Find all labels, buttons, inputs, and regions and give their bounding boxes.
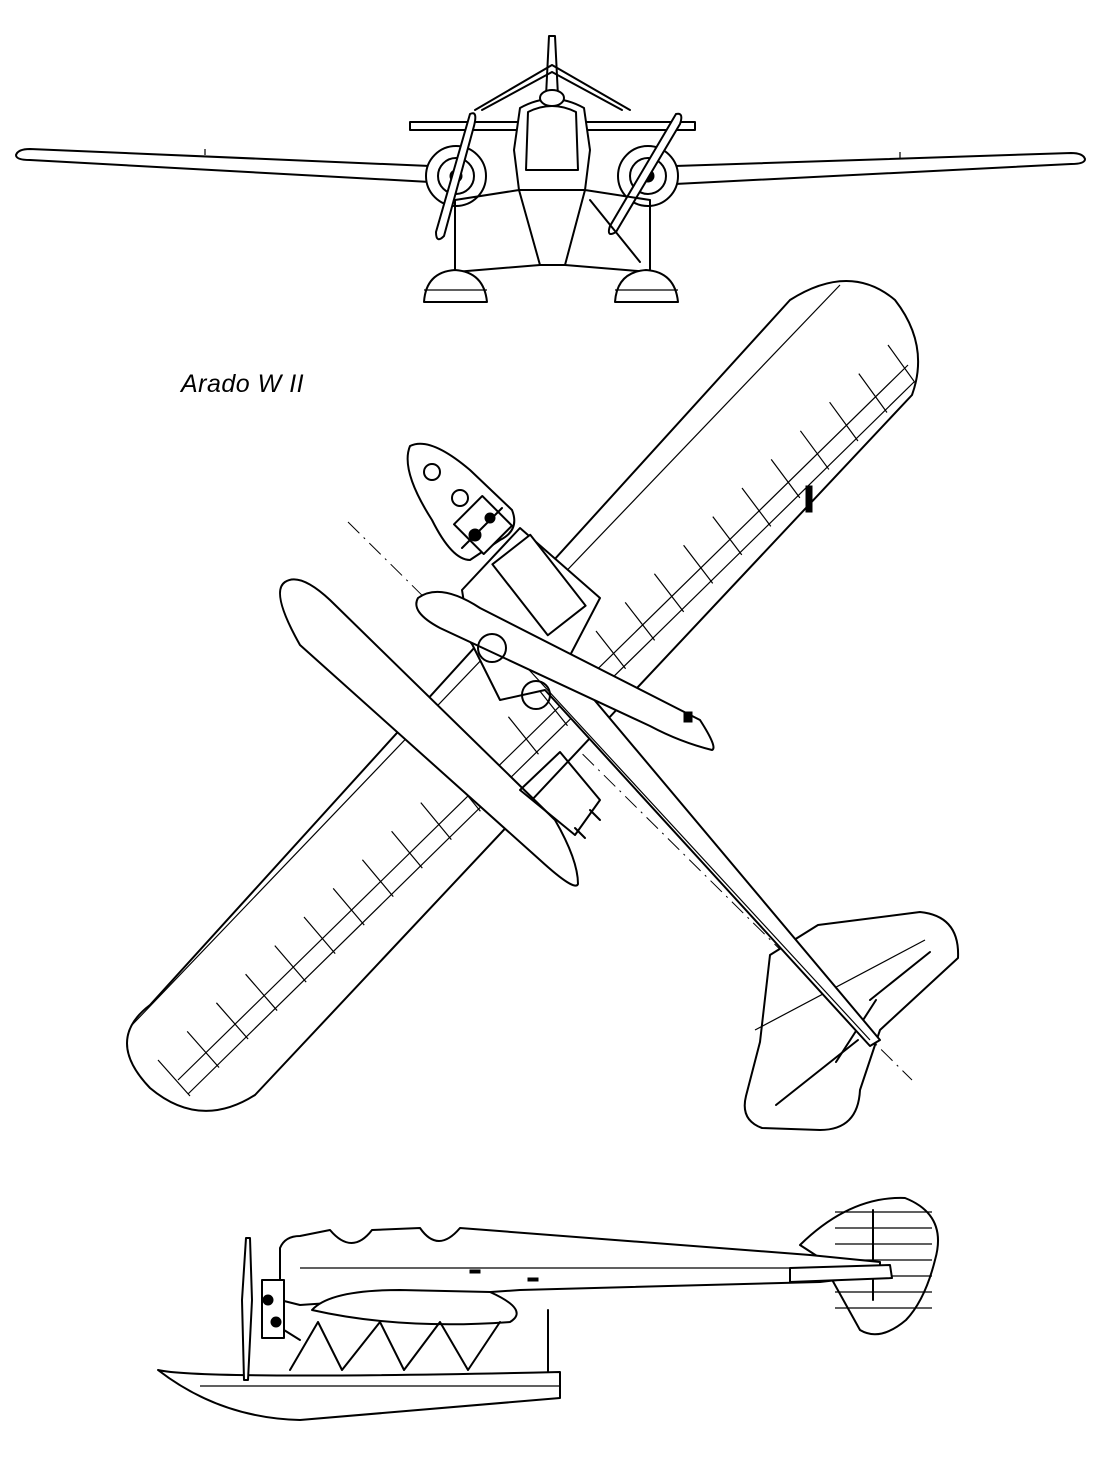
aileron-rib xyxy=(420,802,452,841)
plan-view-engine xyxy=(453,495,513,555)
plan-view-left-float xyxy=(279,578,579,887)
aileron-rib xyxy=(683,544,714,584)
plan-view xyxy=(126,280,960,1131)
aileron-rib xyxy=(858,373,888,413)
aileron-rib xyxy=(712,516,743,556)
side-view-propeller xyxy=(241,1237,253,1381)
aileron-rib xyxy=(274,945,307,983)
aileron-rib xyxy=(332,888,365,926)
side-view-engine xyxy=(261,1279,301,1341)
aileron-rib xyxy=(770,459,801,499)
side-view xyxy=(157,1196,939,1421)
front-view-right-float xyxy=(614,269,679,303)
side-view-float xyxy=(157,1369,561,1421)
aileron-rib xyxy=(157,1059,191,1097)
aileron-rib xyxy=(741,487,772,527)
front-view-right-wing xyxy=(674,152,1086,185)
aileron-rib xyxy=(829,401,859,442)
aileron-rib xyxy=(215,1002,249,1040)
aileron-rib xyxy=(887,344,917,385)
front-view-undercarriage xyxy=(454,189,651,273)
aileron-rib xyxy=(595,630,627,670)
aileron-rib xyxy=(653,573,685,613)
side-view-struts xyxy=(289,1309,549,1373)
side-view-fuselage xyxy=(279,1227,881,1306)
aileron-rib xyxy=(799,430,830,470)
aileron-rib xyxy=(391,830,423,869)
drawing-title: Arado W II xyxy=(181,370,305,398)
aileron-rib xyxy=(303,916,336,954)
plan-view-right-float xyxy=(415,591,715,751)
front-view-left-float xyxy=(423,269,488,303)
aileron-rib xyxy=(624,602,656,641)
aileron-rib xyxy=(245,973,278,1011)
plan-view-aileron-ribs xyxy=(157,344,917,1097)
aileron-rib xyxy=(507,716,539,755)
aileron-rib xyxy=(361,859,394,898)
front-view xyxy=(15,35,1086,303)
aileron-rib xyxy=(537,687,568,727)
front-view-left-wing xyxy=(15,148,431,183)
plan-view-engine-nacelle xyxy=(406,442,516,561)
front-view-right-engine xyxy=(607,112,683,235)
aileron-rib xyxy=(186,1031,220,1068)
front-view-fuselage xyxy=(513,98,591,191)
